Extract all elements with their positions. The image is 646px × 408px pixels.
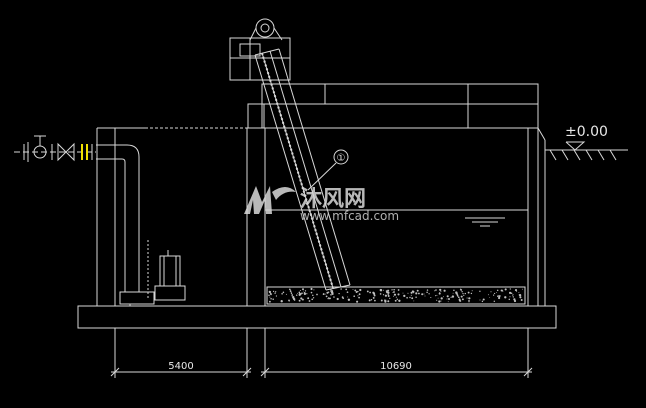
dimension-lines [110, 328, 533, 378]
bar-screen [254, 48, 351, 291]
dimension-left: 5400 [168, 361, 193, 372]
water-level [265, 209, 528, 227]
submersible-pump [119, 240, 186, 306]
watermark-url: www.mfcad.com [300, 209, 399, 223]
platform [247, 83, 539, 129]
callout-leader [307, 149, 349, 191]
watermark-name: 沐风网 [300, 187, 366, 212]
watermark: 沐风网 www.mfcad.com [244, 186, 399, 223]
drive-head [229, 18, 291, 81]
valve-assembly [14, 135, 96, 162]
dimension-right: 10690 [380, 361, 412, 372]
level-mark: ±0.00 [565, 124, 608, 140]
ground-line [545, 141, 628, 161]
watermark-logo [244, 186, 296, 214]
pump-sump [96, 127, 266, 306]
gravel-bed [266, 286, 526, 305]
discharge-pipe [96, 144, 140, 292]
base-slab [77, 305, 557, 329]
callout-number: ① [337, 153, 346, 164]
